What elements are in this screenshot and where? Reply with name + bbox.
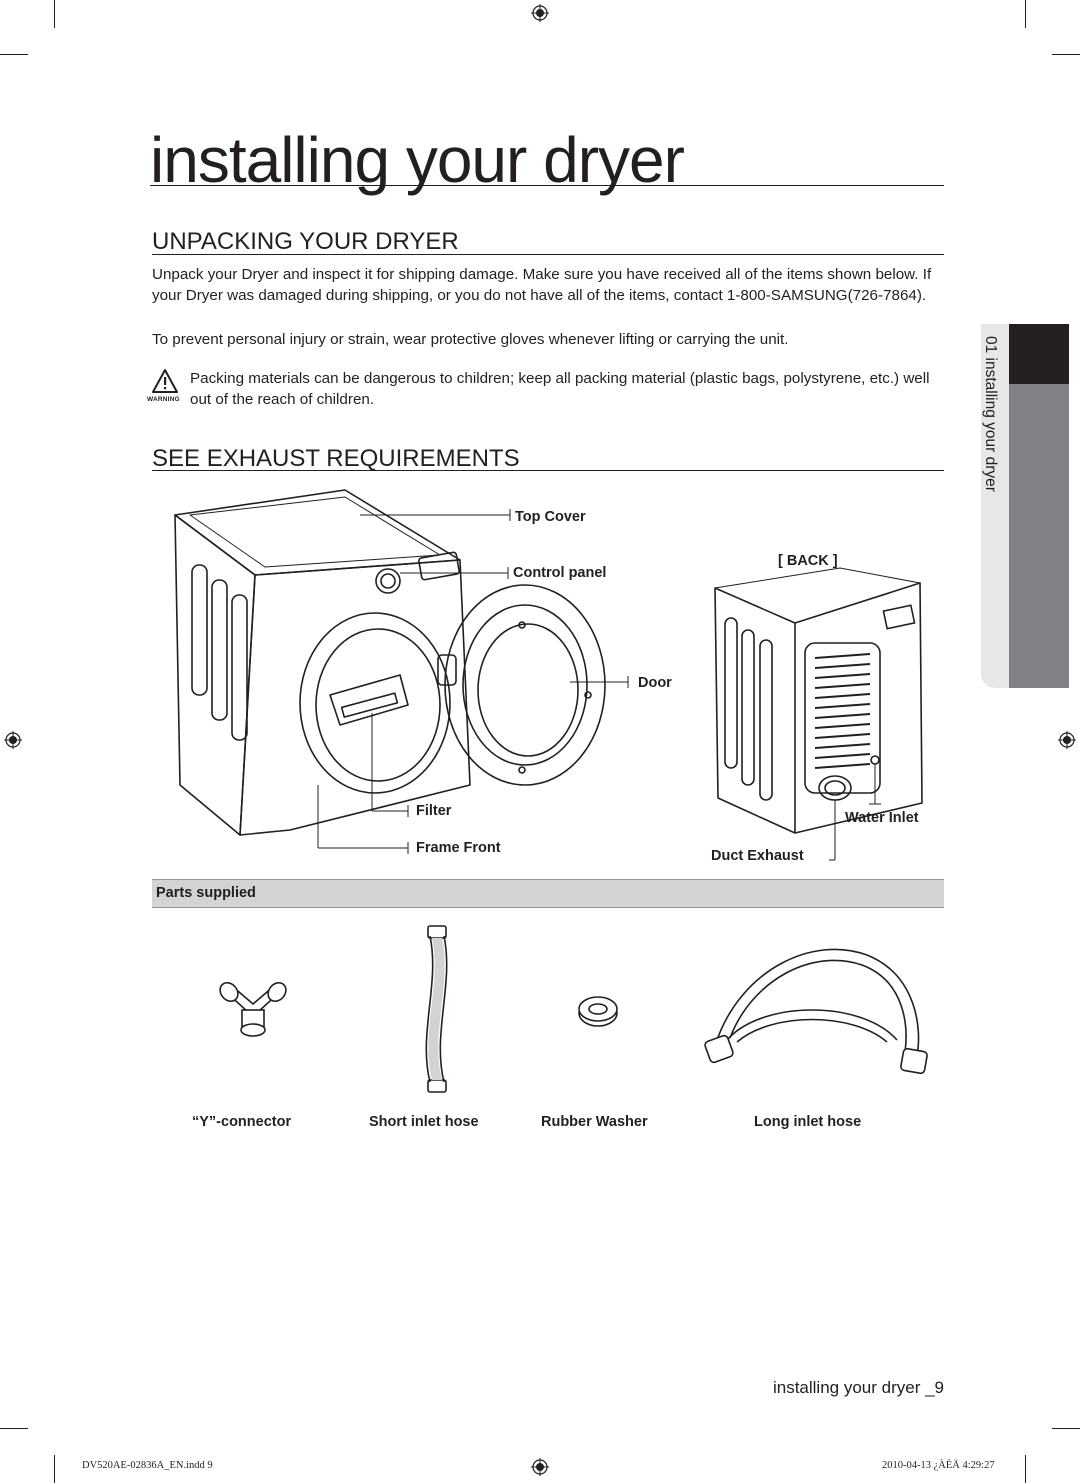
chapter-tab-text: 01 installing your dryer — [977, 336, 1001, 526]
crop-mark — [1025, 1455, 1026, 1483]
label-water-inlet: Water Inlet — [845, 810, 919, 826]
crop-mark — [54, 1455, 55, 1483]
label-filter: Filter — [416, 803, 452, 819]
chapter-tab-marker — [1008, 324, 1069, 384]
part-label-y-connector: “Y”-connector — [192, 1114, 292, 1130]
registration-mark-icon — [1058, 731, 1076, 749]
label-top-cover: Top Cover — [515, 509, 586, 525]
label-duct-exhaust: Duct Exhaust — [711, 848, 804, 864]
crop-mark — [0, 54, 28, 55]
y-connector-icon — [219, 981, 287, 1037]
part-label-long-inlet-hose: Long inlet hose — [754, 1114, 862, 1130]
section-rule — [152, 470, 944, 471]
label-frame-front: Frame Front — [416, 840, 501, 856]
crop-mark — [1052, 54, 1080, 55]
chapter-tab — [1008, 324, 1069, 688]
print-slug-file: DV520AE-02836A_EN.indd 9 — [82, 1460, 213, 1471]
warning-label: WARNING — [147, 396, 180, 403]
back-view-title: [ BACK ] — [778, 553, 838, 569]
dryer-back-illustration — [714, 567, 923, 861]
unpacking-paragraph-1: Unpack your Dryer and inspect it for shi… — [152, 266, 932, 304]
crop-mark — [1052, 1428, 1080, 1429]
label-door: Door — [638, 675, 672, 691]
part-label-rubber-washer: Rubber Washer — [541, 1114, 648, 1130]
title-rule — [150, 185, 944, 186]
unpacking-paragraph-2: To prevent personal injury or strain, we… — [152, 331, 789, 348]
page-footer-label: installing your dryer _9 — [772, 1378, 944, 1397]
parts-supplied-bar: Parts supplied — [152, 879, 944, 908]
parts-supplied-heading: Parts supplied — [156, 885, 256, 901]
section-rule — [152, 254, 944, 255]
chapter-tab-label-area — [981, 324, 1009, 688]
label-control-panel: Control panel — [513, 565, 607, 581]
short-hose-icon — [425, 925, 448, 1093]
dryer-front-illustration — [174, 489, 629, 854]
warning-icon — [152, 369, 178, 393]
print-slug-date: 2010-04-13 ¿ÀÈÄ 4:29:27 — [882, 1460, 995, 1471]
section-heading-unpacking: UNPACKING YOUR DRYER — [152, 228, 459, 255]
registration-mark-icon — [531, 1458, 549, 1476]
crop-mark — [1025, 0, 1026, 28]
warning-text: Packing materials can be dangerous to ch… — [190, 370, 930, 408]
crop-mark — [0, 1428, 28, 1429]
chapter-tab-label: 01 installing your dryer — [982, 336, 999, 492]
page-title: installing your dryer — [150, 124, 685, 196]
rubber-washer-icon — [578, 996, 618, 1027]
crop-mark — [54, 0, 55, 28]
section-heading-exhaust: SEE EXHAUST REQUIREMENTS — [152, 445, 520, 472]
long-hose-icon — [704, 948, 928, 1075]
part-label-short-inlet-hose: Short inlet hose — [369, 1114, 479, 1130]
registration-mark-icon — [531, 4, 549, 22]
registration-mark-icon — [4, 731, 22, 749]
